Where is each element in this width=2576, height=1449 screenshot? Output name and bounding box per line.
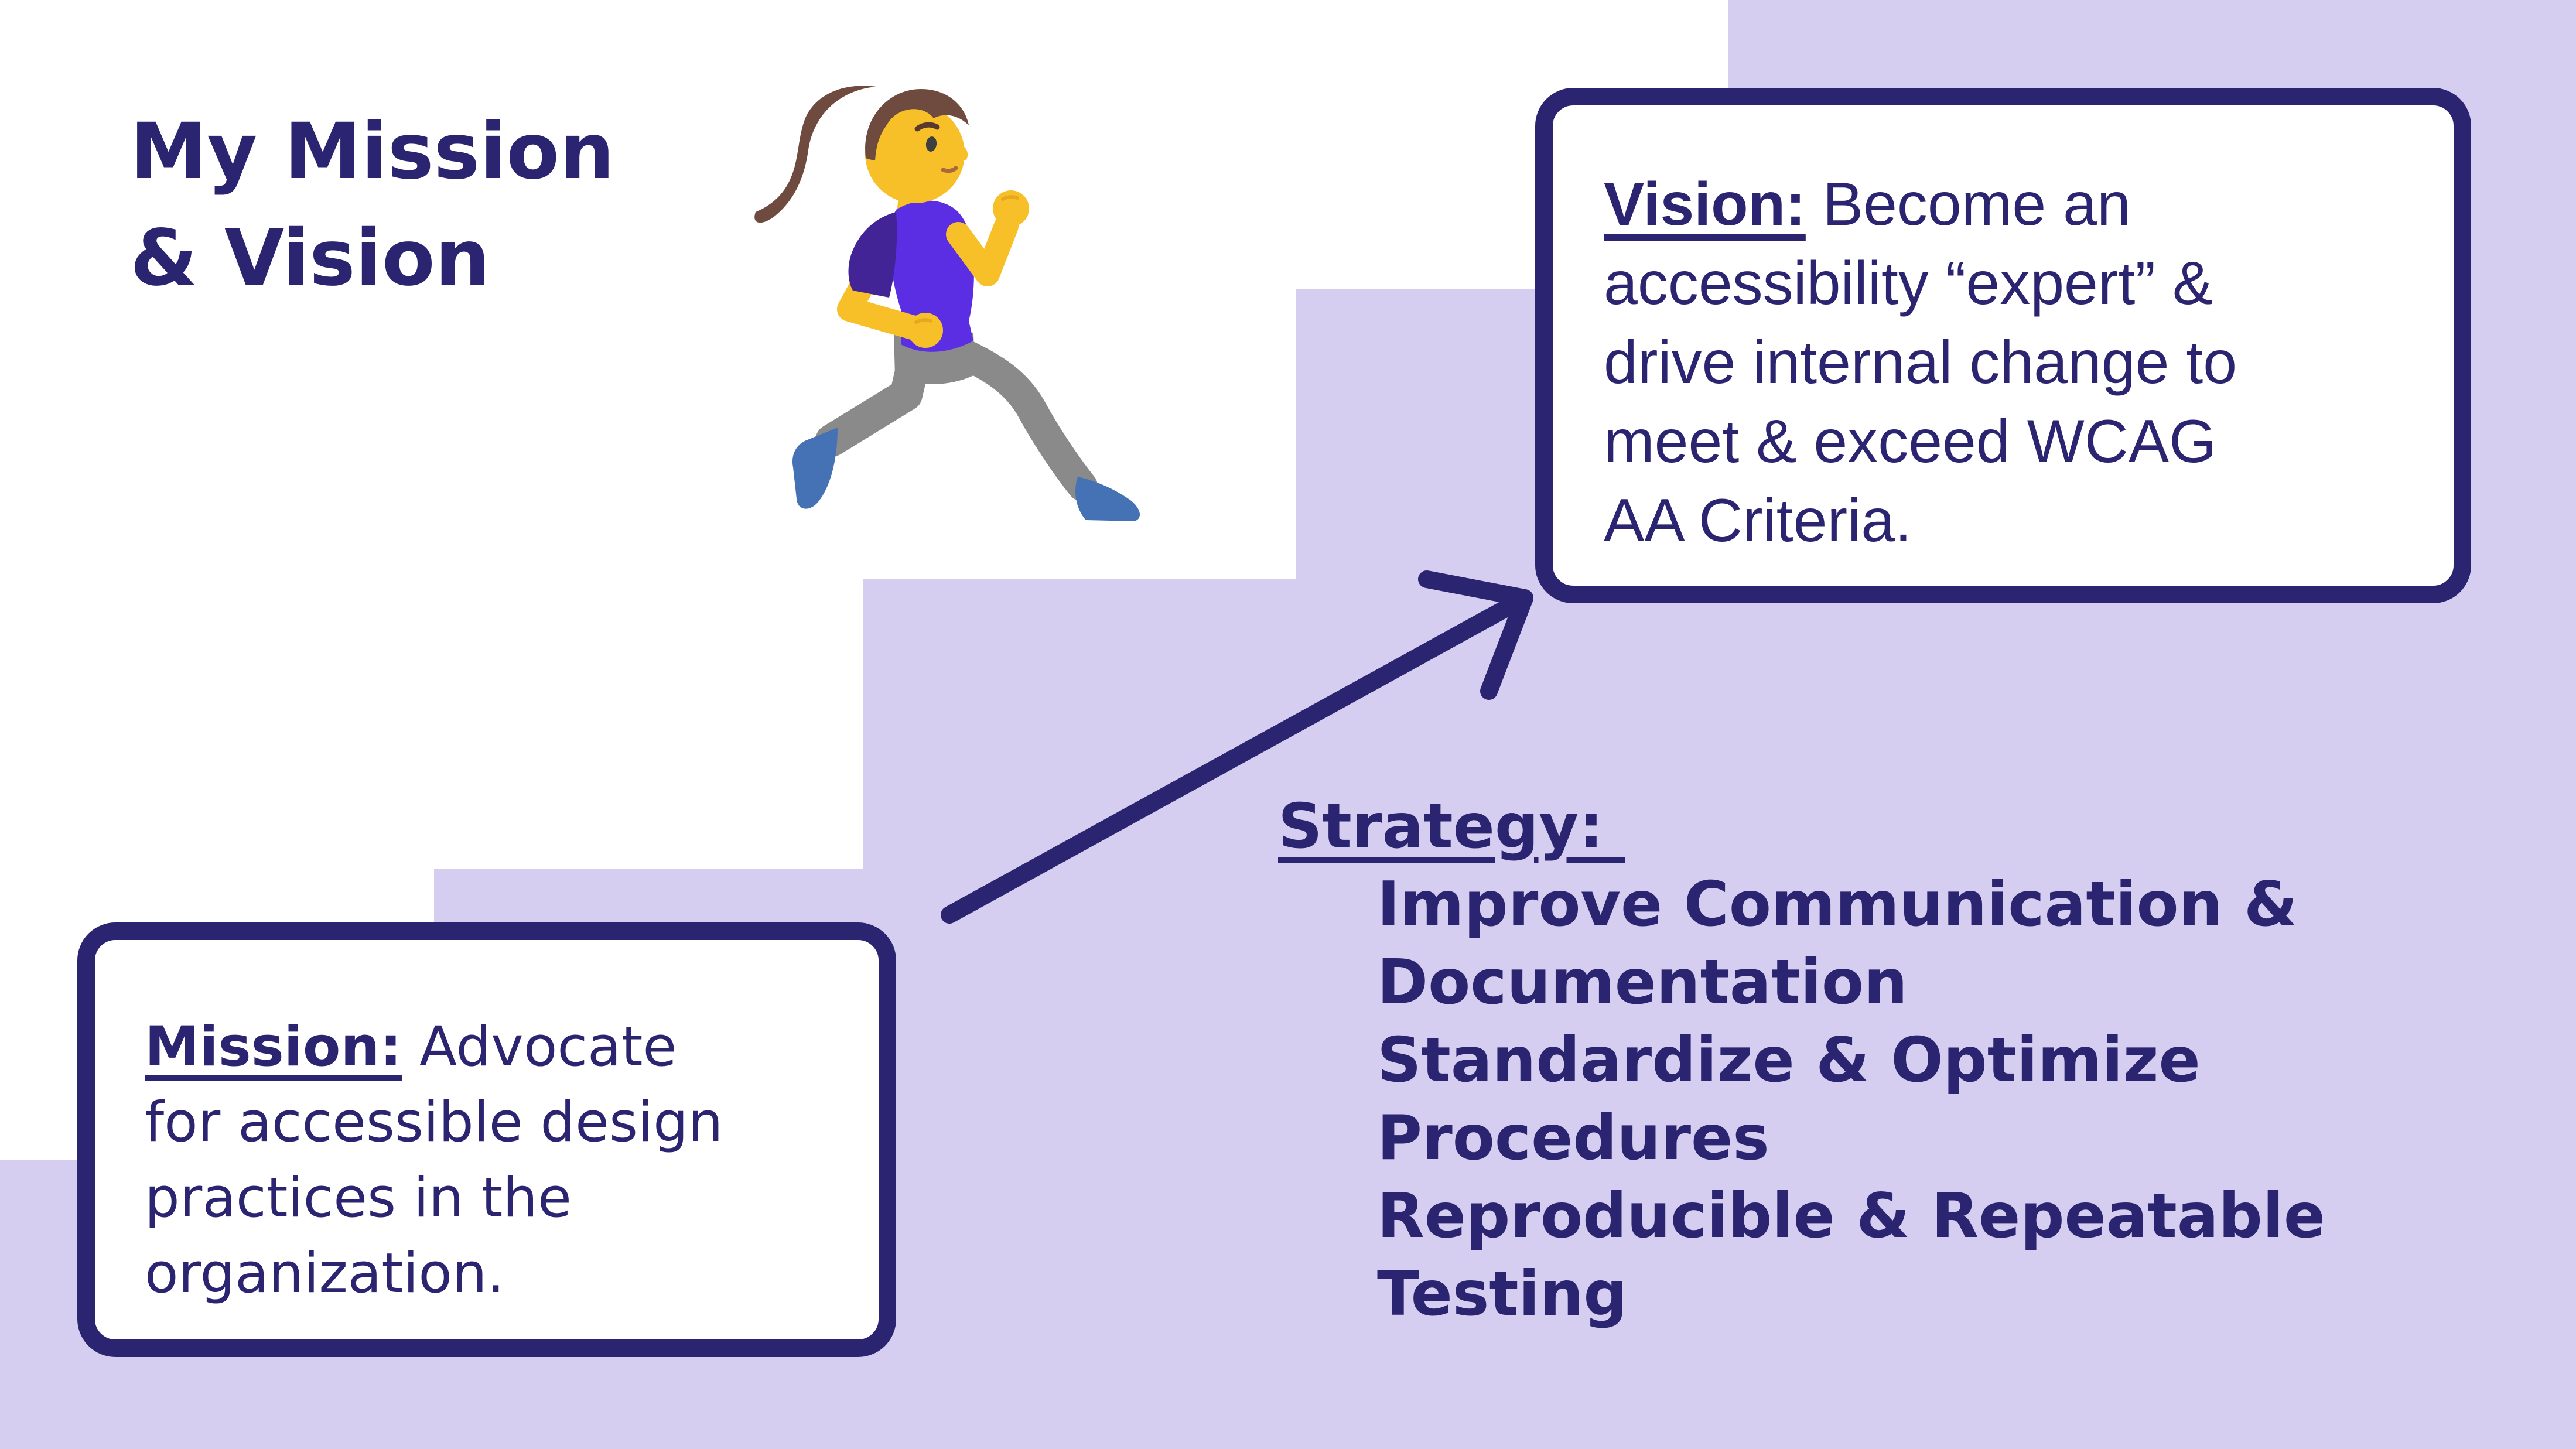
strategy-item-line-4: Procedures <box>1377 1102 1769 1174</box>
strategy-item-line-6: Testing <box>1377 1258 1628 1330</box>
vision-line-1-rest: Become an <box>1805 170 2131 238</box>
strategy-label: Strategy: <box>1278 791 1625 862</box>
back-fist-knuckles <box>914 318 932 324</box>
head <box>865 104 965 203</box>
page-title: My Mission & Vision <box>130 98 614 312</box>
eye <box>925 136 937 152</box>
eyebrow <box>914 122 940 132</box>
bent-leg <box>815 335 932 457</box>
strategy-item-line-2: Documentation <box>1377 946 1908 1018</box>
mission-box: Mission: Advocate for accessible design … <box>77 922 896 1357</box>
mission-label: Mission: <box>145 1015 402 1079</box>
vision-line-2: accessibility “expert” & <box>1604 250 2213 317</box>
front-shoe <box>1075 477 1140 521</box>
hair <box>865 89 969 160</box>
vision-label: Vision: <box>1604 170 1806 238</box>
mission-line-1: Mission: Advocate <box>145 1009 861 1085</box>
mission-line-2: for accessible design <box>145 1091 723 1154</box>
strategy-item-line-1: Improve Communication & <box>1377 869 2298 940</box>
mission-line-1-rest: Advocate <box>401 1015 677 1079</box>
vision-line-1: Vision: Become an <box>1604 165 2430 244</box>
mission-line-3: practices in the <box>145 1166 572 1230</box>
ponytail-hair <box>754 86 876 223</box>
front-arm <box>946 214 1019 286</box>
strategy-heading: Strategy: <box>1278 788 2325 866</box>
vision-line-3: drive internal change to <box>1604 329 2237 397</box>
mouth <box>941 166 958 173</box>
nose <box>958 145 968 160</box>
mission-line-4: organization. <box>145 1242 505 1306</box>
sleeve <box>848 212 897 298</box>
title-line-1: My Mission <box>130 107 614 197</box>
strategy-item-line-5: Reproducible & Repeatable <box>1377 1180 2326 1252</box>
rear-shoe <box>792 428 838 509</box>
title-line-2: & Vision <box>130 213 490 303</box>
back-fist <box>908 313 943 348</box>
extended-leg <box>941 335 1098 501</box>
strategy-section: Strategy: Improve Communication & Docume… <box>1278 788 2325 1333</box>
strategy-item-line-3: Standardize & Optimize <box>1377 1024 2201 1096</box>
vision-line-4: meet & exceed WCAG <box>1604 408 2217 476</box>
vision-line-5: AA Criteria. <box>1604 487 1912 555</box>
woman-running-emoji <box>754 86 1140 521</box>
vision-box: Vision: Become an accessibility “expert”… <box>1535 88 2471 603</box>
front-fist-knuckles <box>1001 195 1019 201</box>
